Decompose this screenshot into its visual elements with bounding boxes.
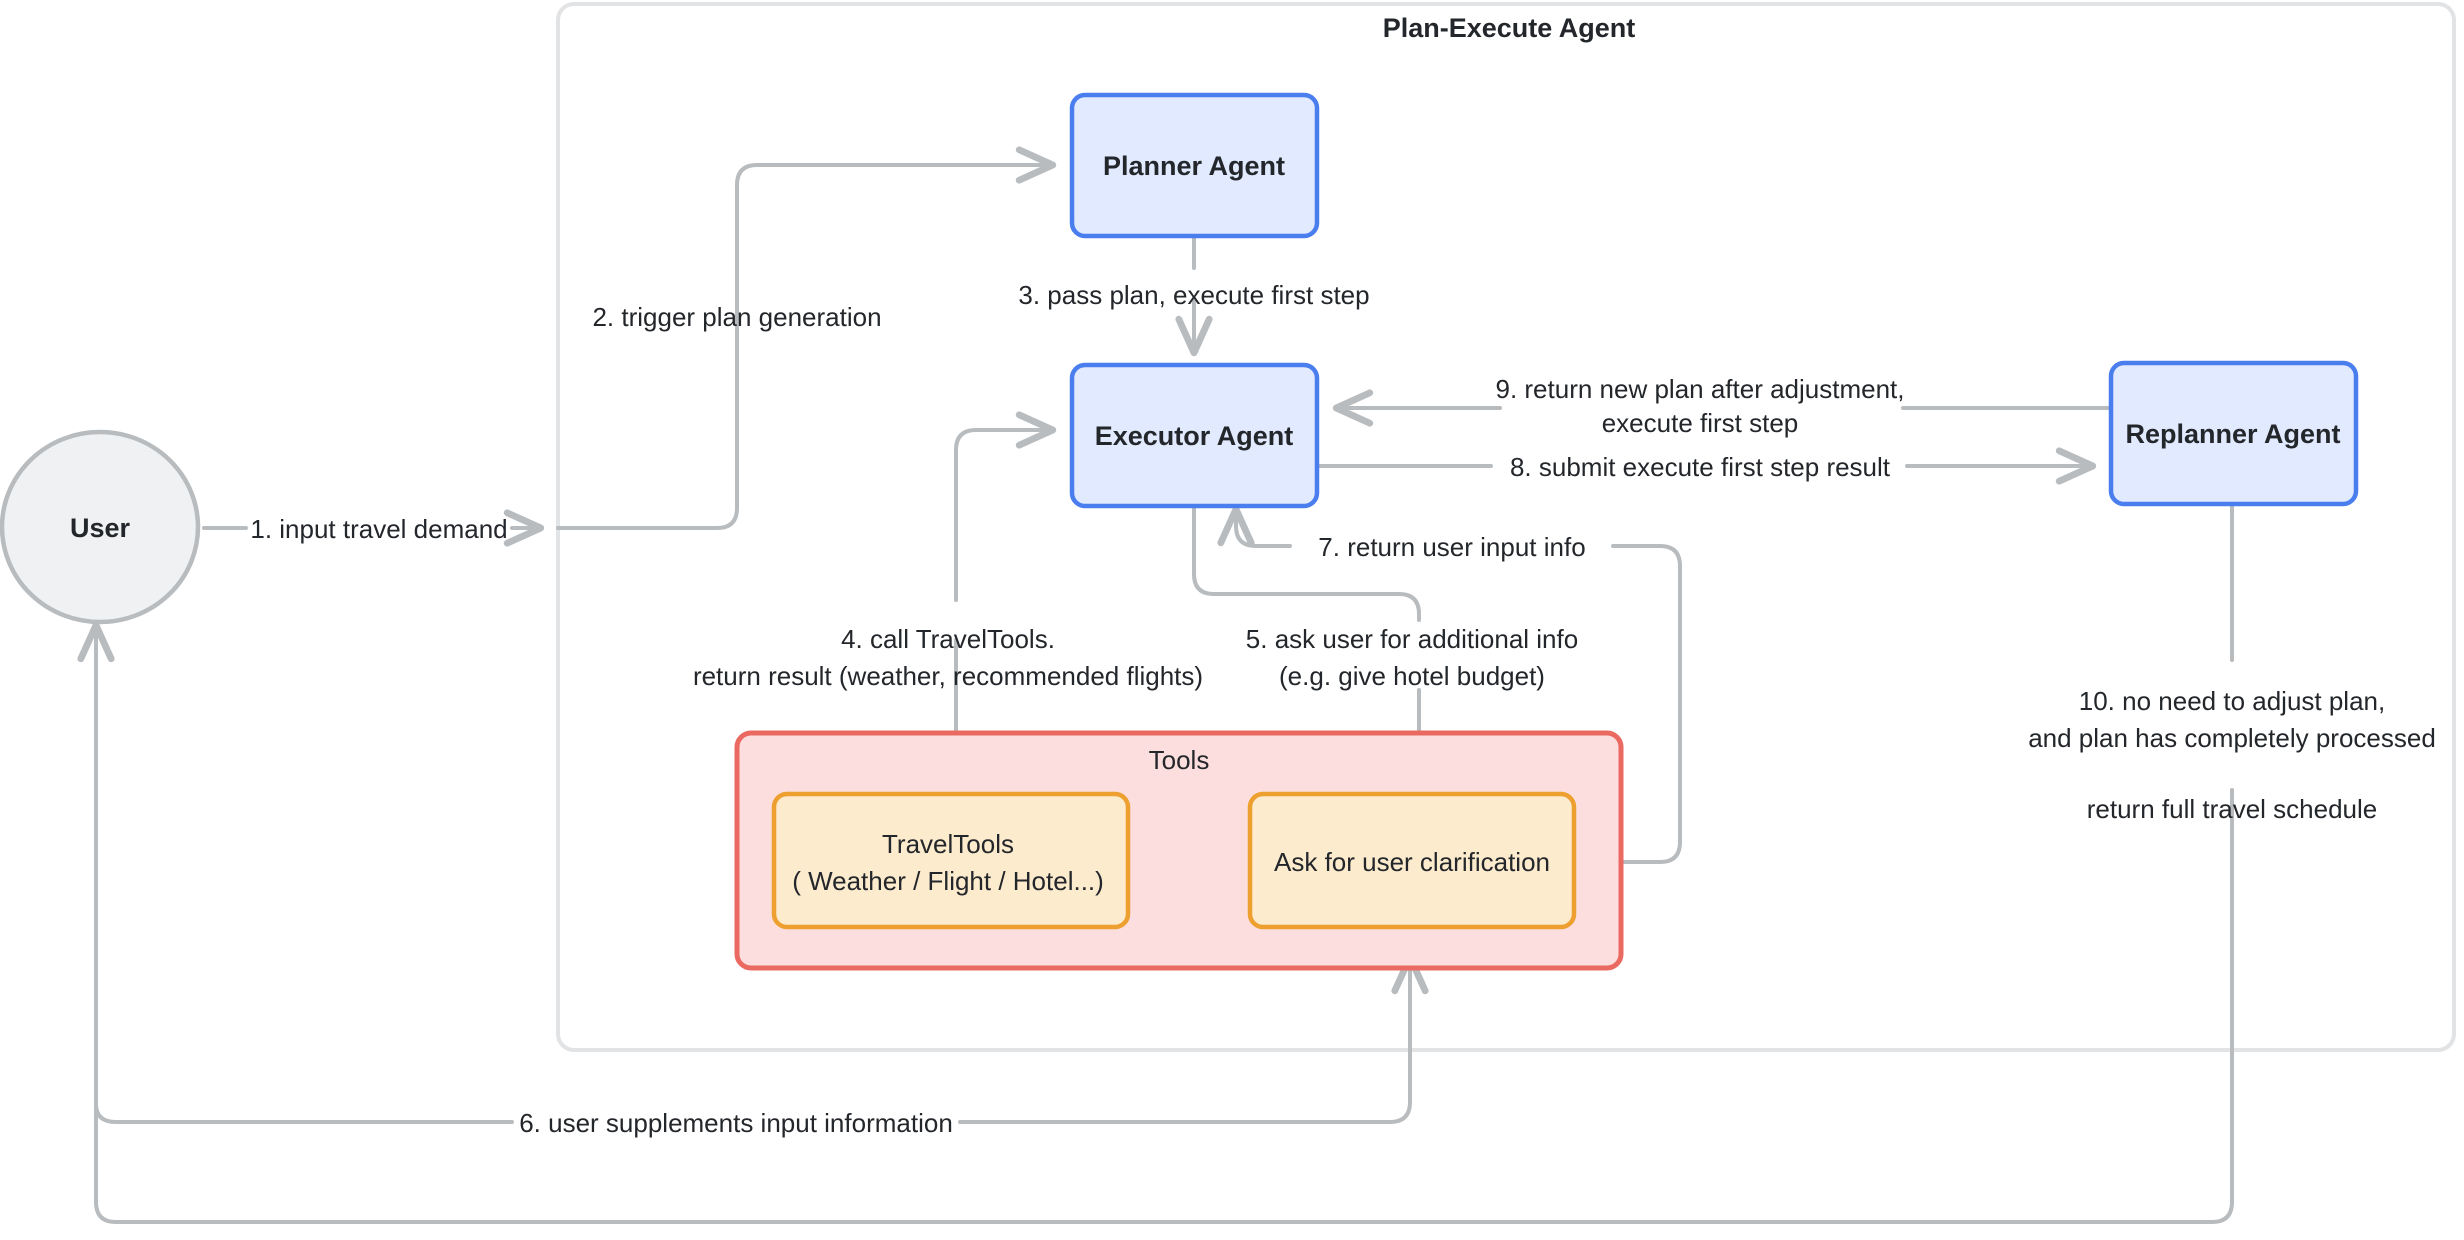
edge-5-label-line1: 5. ask user for additional info <box>1246 624 1578 654</box>
edge-9-label-line2: execute first step <box>1602 408 1799 438</box>
edge-10-return-full-schedule <box>77 502 2234 1224</box>
edge-4-call-traveltools <box>937 411 1057 787</box>
node-replanner-agent[interactable] <box>2108 360 2359 507</box>
edge-7-label: 7. return user input info <box>1318 532 1585 562</box>
node-ask-clarification-label: Ask for user clarification <box>1274 847 1550 877</box>
node-ask-for-user-clarification[interactable] <box>1247 791 1577 930</box>
node-planner-agent-label: Planner Agent <box>1103 151 1285 181</box>
edge-9-label-line1: 9. return new plan after adjustment, <box>1495 374 1904 404</box>
group-tools-caption: Tools <box>1149 745 1210 775</box>
node-user-label: User <box>70 513 131 543</box>
node-travel-tools[interactable] <box>771 791 1131 930</box>
node-travel-tools-label-line1: TravelTools <box>882 829 1014 859</box>
node-executor-agent-label: Executor Agent <box>1095 421 1294 451</box>
node-planner-agent[interactable] <box>1069 92 1320 239</box>
edge-6-user-supplements-input <box>94 953 1429 1124</box>
node-replanner-agent-label: Replanner Agent <box>2125 419 2340 449</box>
node-user[interactable] <box>0 429 201 625</box>
edge-1-label: 1. input travel demand <box>250 514 507 544</box>
edge-10-label-line3: return full travel schedule <box>2087 794 2377 824</box>
page-title: Plan-Execute Agent <box>1383 13 1636 43</box>
edge-2-label: 2. trigger plan generation <box>592 302 881 332</box>
edge-6-label: 6. user supplements input information <box>519 1108 953 1138</box>
edge-5-label-line2: (e.g. give hotel budget) <box>1279 661 1545 691</box>
edge-10-label-line2: and plan has completely processed <box>2028 723 2436 753</box>
edge-8-label: 8. submit execute first step result <box>1510 452 1891 482</box>
node-executor-agent[interactable] <box>1069 362 1320 509</box>
edge-4-label-line1: 4. call TravelTools. <box>841 624 1055 654</box>
edge-4-label-line2: return result (weather, recommended flig… <box>693 661 1203 691</box>
edge-7-return-user-input-info <box>1217 505 1682 864</box>
edge-1-input-travel-demand <box>202 146 1057 547</box>
edge-3-label: 3. pass plan, execute first step <box>1018 280 1369 310</box>
node-travel-tools-label-line2: ( Weather / Flight / Hotel...) <box>792 866 1104 896</box>
edge-10-label-line1: 10. no need to adjust plan, <box>2079 686 2385 716</box>
